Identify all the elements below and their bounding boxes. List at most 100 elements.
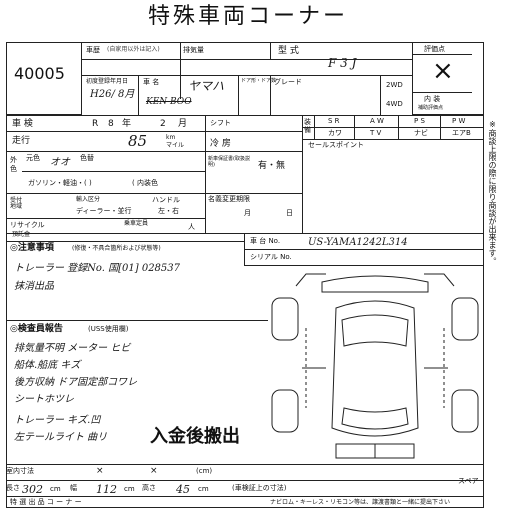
interior-dims-label: 室内寸法 bbox=[6, 467, 34, 475]
door-label: ドア形・ドア数 bbox=[241, 78, 277, 84]
inspector-line-5: 左テールライト 曲リ bbox=[14, 432, 108, 443]
mileage-label: 走行 bbox=[12, 136, 31, 146]
name-change-day: 日 bbox=[286, 209, 293, 217]
footer-left: 特 選 出 品 コ ー ナ ー bbox=[10, 498, 82, 506]
inspector-line-1: 船体.船底 キズ bbox=[14, 360, 81, 371]
inspector-line-0: 排気量不明 メーター ヒビ bbox=[14, 343, 131, 354]
equip-v-0: カワ bbox=[328, 129, 342, 137]
ac-label: 冷 房 bbox=[210, 139, 231, 149]
car-name-value: ヤマハ bbox=[188, 79, 225, 93]
car-history-label: 車歴 bbox=[86, 46, 100, 54]
import-side-label: 受付地域 bbox=[10, 197, 23, 210]
mileage-unit-mile: マイル bbox=[166, 142, 185, 149]
length-value: 302 bbox=[22, 483, 43, 496]
shift-label: シフト bbox=[210, 119, 231, 127]
drive-4wd: 4WD bbox=[386, 100, 403, 108]
eval-box bbox=[412, 42, 484, 115]
steering-value: 左・右 bbox=[158, 207, 179, 215]
chassis-value: US-YAMA1242L314 bbox=[308, 237, 408, 248]
mileage-unit-km: km bbox=[166, 134, 176, 141]
interior-color-label: ( 内装色 bbox=[132, 179, 158, 187]
equip-row-label: 装備 bbox=[304, 118, 311, 134]
inspection-year: 8 bbox=[108, 119, 114, 129]
interior-sub-label: 補助評価点 bbox=[418, 105, 444, 111]
payment-stamp: 入金後搬出 bbox=[150, 426, 240, 447]
car-history-note: (自家用以外は記入) bbox=[107, 46, 160, 53]
equip-h-0: S R bbox=[328, 117, 340, 125]
width-unit: cm bbox=[124, 485, 135, 493]
equip-h-1: A W bbox=[370, 117, 384, 125]
inspector-line-4: トレーラー キズ.凹 bbox=[14, 415, 101, 426]
form-frame bbox=[6, 42, 484, 508]
dims-unit-top: (cm) bbox=[196, 467, 213, 475]
equip-v-2: ナビ bbox=[414, 129, 428, 137]
mileage-value: 85 bbox=[128, 132, 148, 150]
equip-v-1: T V bbox=[370, 129, 382, 137]
exterior-label: 外色 bbox=[10, 156, 17, 173]
dims-x-1: × bbox=[96, 466, 104, 476]
grade-label: グレード bbox=[274, 78, 302, 86]
inspector-line-3: シートホツレ bbox=[14, 394, 74, 405]
inspection-label: 車 検 bbox=[12, 119, 33, 129]
chassis-label: 車 台 No. bbox=[250, 237, 281, 245]
inspector-line-2: 後方収納 ドア固定部コワレ bbox=[14, 377, 138, 388]
model-value: F 3 J bbox=[328, 56, 357, 70]
sales-point-label: セールスポイント bbox=[308, 141, 364, 149]
equip-v-3: エアB bbox=[452, 129, 471, 137]
import-dealer-value: ディーラー・並行 bbox=[76, 207, 132, 215]
import-label: 輸入区分 bbox=[76, 196, 101, 203]
width-value: 112 bbox=[96, 483, 117, 496]
fuel-label: ガソリン・軽油・( ) bbox=[28, 179, 92, 187]
color-value: オオ bbox=[50, 157, 70, 168]
capacity-unit: 人 bbox=[188, 223, 195, 231]
footer-right: ナビロム・キーレス・リモコン等は、譲渡書類と一緒に提出下さい bbox=[270, 499, 451, 506]
drive-2wd: 2WD bbox=[386, 81, 403, 89]
model-label: 型 式 bbox=[278, 46, 299, 56]
height-unit: cm bbox=[198, 485, 209, 493]
dims-note: (車検証上の寸法) bbox=[232, 484, 287, 492]
inspector-note: (USS使用欄) bbox=[88, 325, 129, 333]
caution-note: (修復・不具合箇所および状態等) bbox=[72, 245, 161, 252]
warranty-value: 有・無 bbox=[258, 161, 286, 171]
eval-cross-mark: × bbox=[432, 56, 454, 86]
inspection-era: R bbox=[92, 119, 99, 129]
dims-x-2: × bbox=[150, 466, 158, 476]
inspection-month-unit: 月 bbox=[178, 119, 188, 129]
interior-label: 内 装 bbox=[424, 95, 441, 103]
inspection-year-unit: 年 bbox=[122, 119, 132, 129]
lot-box bbox=[6, 42, 82, 115]
height-value: 45 bbox=[176, 483, 190, 496]
capacity-label: 乗車定員 bbox=[124, 220, 149, 227]
side-note: ※商談上限の際に限り商談が出来ます。 bbox=[488, 120, 497, 265]
car-name-strike: KEN BOO bbox=[146, 97, 192, 107]
equip-h-2: P S bbox=[414, 117, 425, 125]
equip-h-3: P W bbox=[452, 117, 466, 125]
first-reg-value: H26/ 8月 bbox=[90, 89, 135, 100]
first-reg-label: 初度登録年月日 bbox=[86, 78, 129, 85]
car-name-label: 車 名 bbox=[143, 78, 160, 86]
length-label: 長さ bbox=[6, 484, 20, 492]
color-change-label: 色替 bbox=[80, 154, 94, 162]
warranty-label: 新車保証書(取扱説明) bbox=[208, 156, 250, 168]
caution-line-1: トレーラー 登録No. 国[01] 028537 bbox=[14, 263, 181, 274]
recycle-note: 預託金 bbox=[12, 231, 31, 238]
inspection-month: 2 bbox=[160, 119, 166, 129]
serial-label: シリアル No. bbox=[250, 253, 292, 261]
caution-label: ◎注意事項 bbox=[10, 243, 54, 253]
spare-label: スペア bbox=[458, 477, 479, 485]
page-title: 特殊車両コーナー bbox=[148, 4, 349, 29]
recycle-label: リサイクル bbox=[10, 221, 45, 229]
width-label: 幅 bbox=[70, 484, 77, 492]
height-label: 高さ bbox=[142, 484, 156, 492]
lot-number: 40005 bbox=[14, 64, 65, 83]
name-change-label: 名義変更期限 bbox=[208, 195, 250, 203]
name-change-month: 月 bbox=[244, 209, 251, 217]
car-diagram bbox=[271, 273, 479, 459]
length-unit: cm bbox=[50, 485, 61, 493]
orig-color-label: 元色 bbox=[26, 154, 40, 162]
steering-label: ハンドル bbox=[152, 196, 180, 204]
caution-line-2: 抹消出品 bbox=[14, 281, 54, 292]
displacement-label: 排気量 bbox=[183, 46, 204, 54]
eval-label: 評価点 bbox=[424, 45, 445, 53]
inspector-label: ◎検査員報告 bbox=[10, 324, 63, 334]
